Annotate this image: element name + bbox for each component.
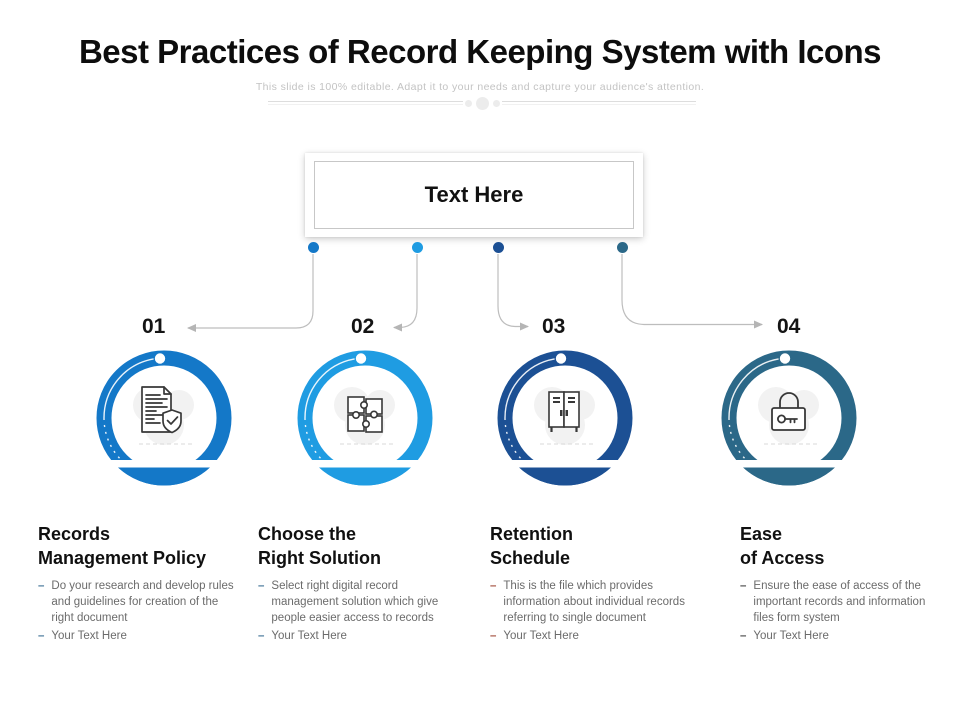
step-number-4: 04 xyxy=(777,315,801,338)
bullet-dash: – xyxy=(490,630,497,643)
node-dot-1 xyxy=(308,242,319,253)
bullet-text: Do your research and develop rules and g… xyxy=(51,579,234,625)
bullet-dash: – xyxy=(740,630,747,643)
ring-top-dot xyxy=(355,353,367,364)
bullet-dash: – xyxy=(490,579,497,592)
bullet-text: Your Text Here xyxy=(503,630,579,643)
connector-3 xyxy=(497,254,529,331)
connector-4 xyxy=(621,254,763,329)
step-circle-3 xyxy=(492,350,638,486)
step-number-3: 03 xyxy=(542,315,566,338)
divider xyxy=(268,96,696,110)
center-text-box-label: Text Here xyxy=(314,161,634,229)
bullet-text: Your Text Here xyxy=(271,630,347,643)
step-text-block-3: Retention Schedule – This is the file wh… xyxy=(490,523,708,647)
bullet-dash: – xyxy=(258,579,265,592)
divider-dot xyxy=(464,99,472,107)
bullet-item: – Your Text Here xyxy=(38,628,243,644)
slide-subtitle: This slide is 100% editable. Adapt it to… xyxy=(255,81,705,93)
bullet-text: Your Text Here xyxy=(753,630,829,643)
step-circle-4 xyxy=(716,350,862,486)
ring-top-dot xyxy=(779,353,791,364)
step-circle-1 xyxy=(91,350,237,486)
bullet-item: – Do your research and develop rules and… xyxy=(38,578,243,627)
slide-title: Best Practices of Record Keeping System … xyxy=(78,33,882,70)
divider-line xyxy=(501,101,696,105)
document-shield-icon xyxy=(141,386,182,434)
bullet-text: Your Text Here xyxy=(51,630,127,643)
bullet-text: Ensure the ease of access of the importa… xyxy=(753,579,926,625)
bullet-dash: – xyxy=(740,579,747,592)
puzzle-icon xyxy=(347,396,383,433)
bullet-text: Select right digital record management s… xyxy=(271,579,439,625)
bullet-item: – Ensure the ease of access of the impor… xyxy=(740,578,935,627)
step-number-1: 01 xyxy=(142,315,166,338)
step-text-block-2: Choose the Right Solution – Select right… xyxy=(258,523,463,647)
bullet-dash: – xyxy=(38,579,45,592)
step-circle-2 xyxy=(292,350,438,486)
step-text-block-4: Ease of Access – Ensure the ease of acce… xyxy=(740,523,935,647)
bullet-item: – This is the file which provides inform… xyxy=(490,578,708,627)
padlock-key-icon xyxy=(771,392,806,431)
node-dot-2 xyxy=(412,242,423,253)
divider-dot xyxy=(475,96,489,110)
bullet-item: – Your Text Here xyxy=(740,628,935,644)
step-heading-3: Retention Schedule xyxy=(490,524,573,568)
bullet-item: – Your Text Here xyxy=(258,628,463,644)
bullet-item: – Your Text Here xyxy=(490,628,708,644)
bullet-text: This is the file which provides informat… xyxy=(503,579,685,625)
bullet-item: – Select right digital record management… xyxy=(258,578,463,627)
bullet-dash: – xyxy=(258,630,265,643)
divider-line xyxy=(268,101,463,105)
step-heading-2: Choose the Right Solution xyxy=(258,524,381,568)
node-dot-4 xyxy=(617,242,628,253)
center-text-box: Text Here xyxy=(305,153,643,237)
connector-2 xyxy=(393,254,418,332)
locker-icon xyxy=(548,391,580,432)
ring-top-dot xyxy=(555,353,567,364)
step-heading-1: Records Management Policy xyxy=(38,524,207,568)
step-number-2: 02 xyxy=(351,315,375,338)
step-text-block-1: Records Management Policy – Do your rese… xyxy=(38,523,243,647)
node-dot-3 xyxy=(493,242,504,253)
step-heading-4: Ease of Access xyxy=(740,524,825,568)
bullet-dash: – xyxy=(38,630,45,643)
connector-1 xyxy=(187,254,314,332)
divider-dot xyxy=(492,99,500,107)
ring-top-dot xyxy=(154,353,166,364)
